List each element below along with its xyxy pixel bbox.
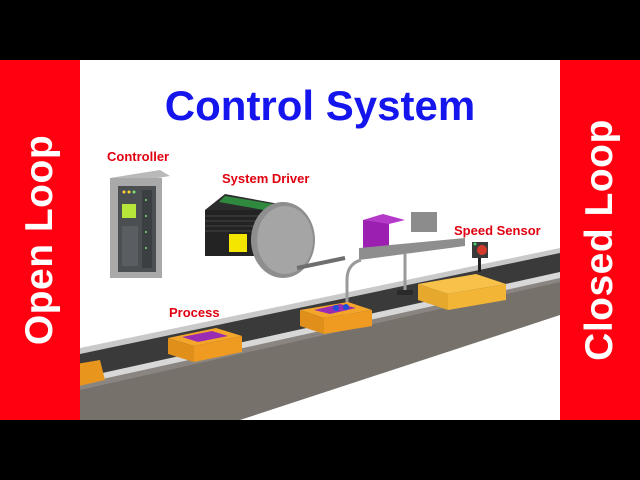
system-driver-label: System Driver [222, 171, 310, 186]
open-loop-panel: Open Loop [0, 60, 80, 420]
open-loop-label: Open Loop [18, 134, 61, 346]
controller-label: Controller [107, 149, 170, 164]
process-box-far-left [80, 360, 105, 386]
speed-sensor-icon [472, 242, 488, 272]
speed-sensor-label: Speed Sensor [454, 223, 541, 238]
process-label: Process [169, 305, 220, 320]
closed-loop-panel: Closed Loop [560, 60, 640, 420]
controller-icon [110, 170, 170, 278]
diagram-canvas: Control System Controller System Driver … [80, 60, 560, 420]
actuator-icon [345, 212, 465, 328]
system-driver-icon [205, 194, 346, 278]
page-title: Control System [164, 82, 476, 129]
top-letterbox [0, 0, 640, 60]
process-box-under-actuator [300, 302, 372, 334]
finished-box [418, 274, 506, 310]
closed-loop-label: Closed Loop [578, 119, 621, 361]
bottom-letterbox [0, 420, 640, 480]
conveyor-scene [80, 170, 560, 420]
process-box [168, 328, 242, 362]
